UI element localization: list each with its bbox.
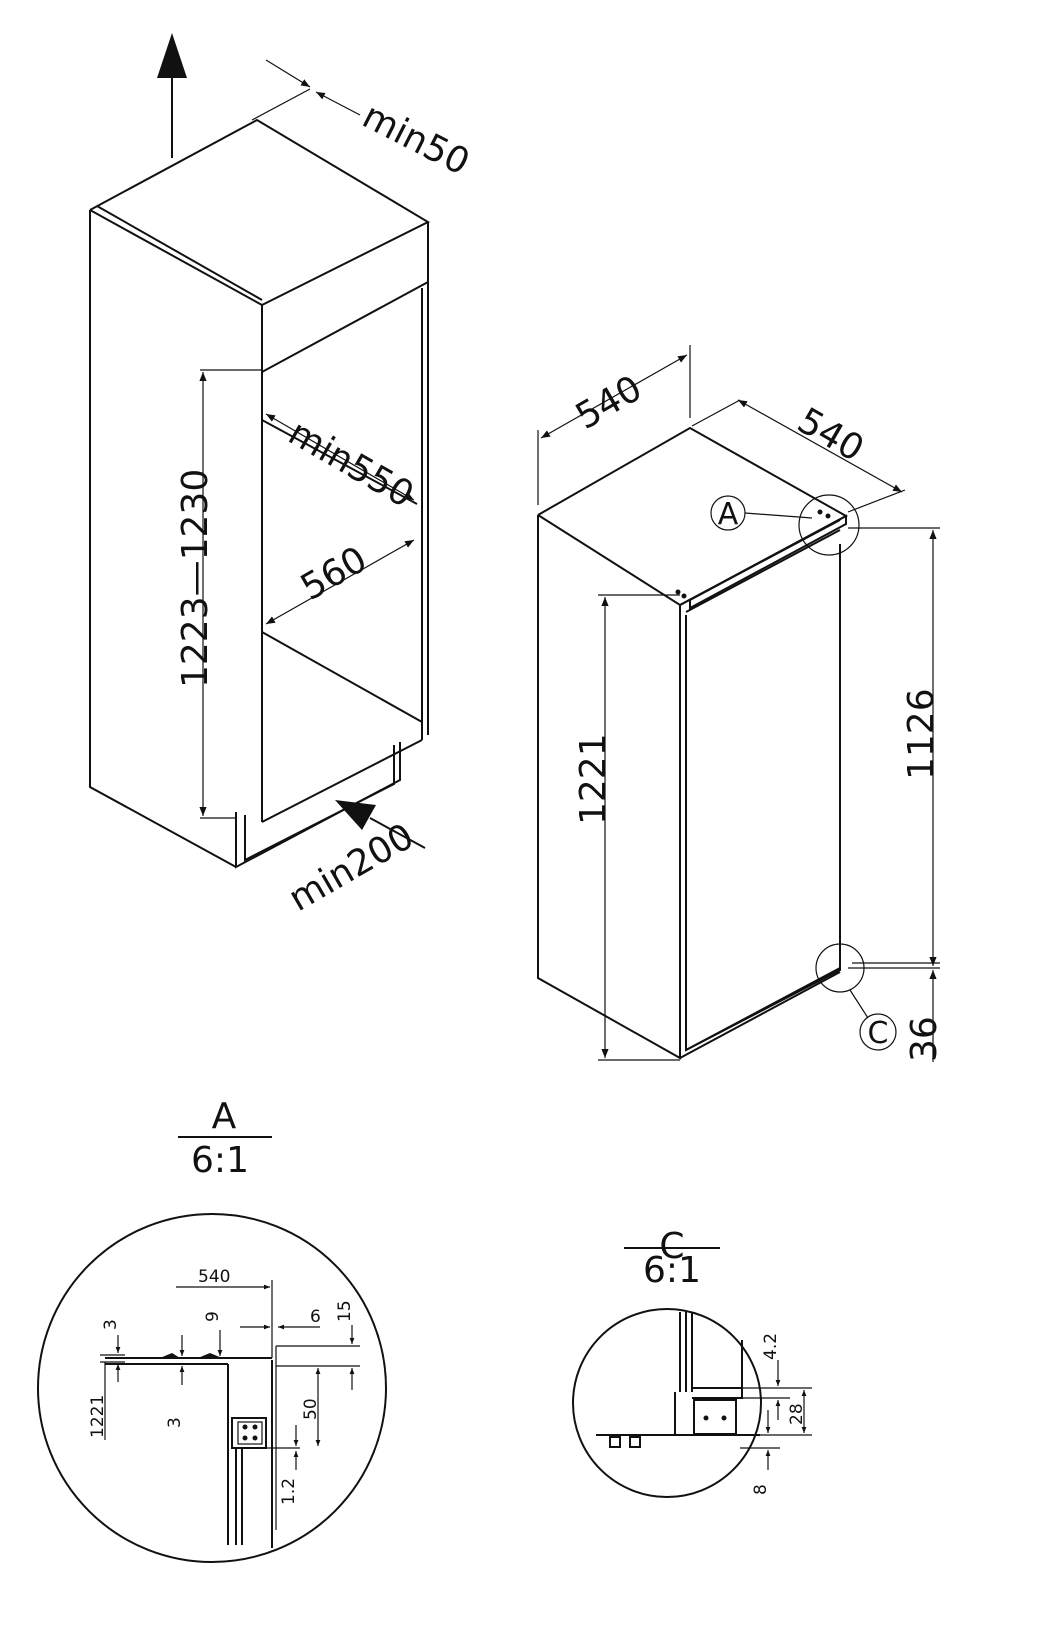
bottom-clearance-dimension: min200 — [282, 800, 426, 920]
detail-a-15: 15 — [335, 1300, 355, 1322]
height-range-dimension: 1223—1230 — [175, 369, 262, 819]
width-dimension: 560 — [265, 539, 415, 625]
detail-a-view: A 6:1 540 — [37, 1096, 387, 1563]
detail-a-540: 540 — [198, 1267, 230, 1287]
detail-c-callout: C — [815, 943, 897, 1051]
min550-label: min550 — [282, 412, 421, 516]
appliance-height-dimension: 1221 — [573, 594, 680, 1061]
detail-c-8: 8 — [751, 1484, 771, 1495]
detail-c-marker: C — [868, 1016, 889, 1051]
appliance-outline — [537, 426, 849, 1060]
detail-a-6: 6 — [310, 1307, 321, 1327]
appliance-width-label: 540 — [569, 368, 649, 438]
top-clearance-dimension: min50 — [251, 59, 476, 184]
detail-a-callout: A — [710, 494, 860, 556]
appliance-depth-label: 540 — [791, 400, 871, 470]
detail-c-4-2: 4.2 — [761, 1333, 781, 1360]
base-offset-label: 36 — [904, 1016, 945, 1062]
detail-c-28: 28 — [787, 1403, 807, 1425]
depth-dimension: min550 — [265, 412, 421, 516]
detail-c-view: C 6:1 4.2 28 — [572, 1226, 812, 1498]
detail-a-9: 9 — [203, 1311, 223, 1322]
appliance-height-label: 1221 — [573, 733, 614, 825]
appliance-view: 540 540 A C 1221 — [537, 345, 945, 1062]
detail-a-marker: A — [718, 497, 739, 532]
detail-a-title: A — [212, 1096, 237, 1137]
door-height-label: 1126 — [901, 688, 942, 780]
detail-a-3-bottom: 3 — [165, 1417, 185, 1428]
appliance-width-dimension: 540 — [537, 345, 691, 505]
width-560-label: 560 — [294, 539, 374, 609]
detail-a-50: 50 — [301, 1398, 321, 1420]
detail-a-dimensions: 540 9 6 15 3 1221 3 — [88, 1267, 360, 1505]
detail-c-title: C — [659, 1226, 684, 1267]
height-range-label: 1223—1230 — [175, 469, 216, 688]
door-height-dimension: 1126 36 — [848, 527, 945, 1062]
detail-c-scale: 6:1 — [643, 1250, 701, 1291]
min50-label: min50 — [356, 95, 476, 183]
detail-a-scale: 6:1 — [191, 1140, 249, 1181]
detail-a-profile — [105, 1346, 300, 1548]
appliance-depth-dimension: 540 — [691, 399, 906, 513]
detail-a-1221: 1221 — [88, 1395, 108, 1438]
airflow-up-arrow — [157, 33, 187, 158]
niche-view: min50 min550 560 1223—1230 min200 — [89, 33, 476, 920]
detail-c-profile — [596, 1312, 760, 1448]
detail-a-1-2: 1.2 — [279, 1478, 299, 1505]
detail-a-3-top: 3 — [101, 1319, 121, 1330]
detail-c-dimensions: 4.2 28 8 — [740, 1333, 812, 1495]
